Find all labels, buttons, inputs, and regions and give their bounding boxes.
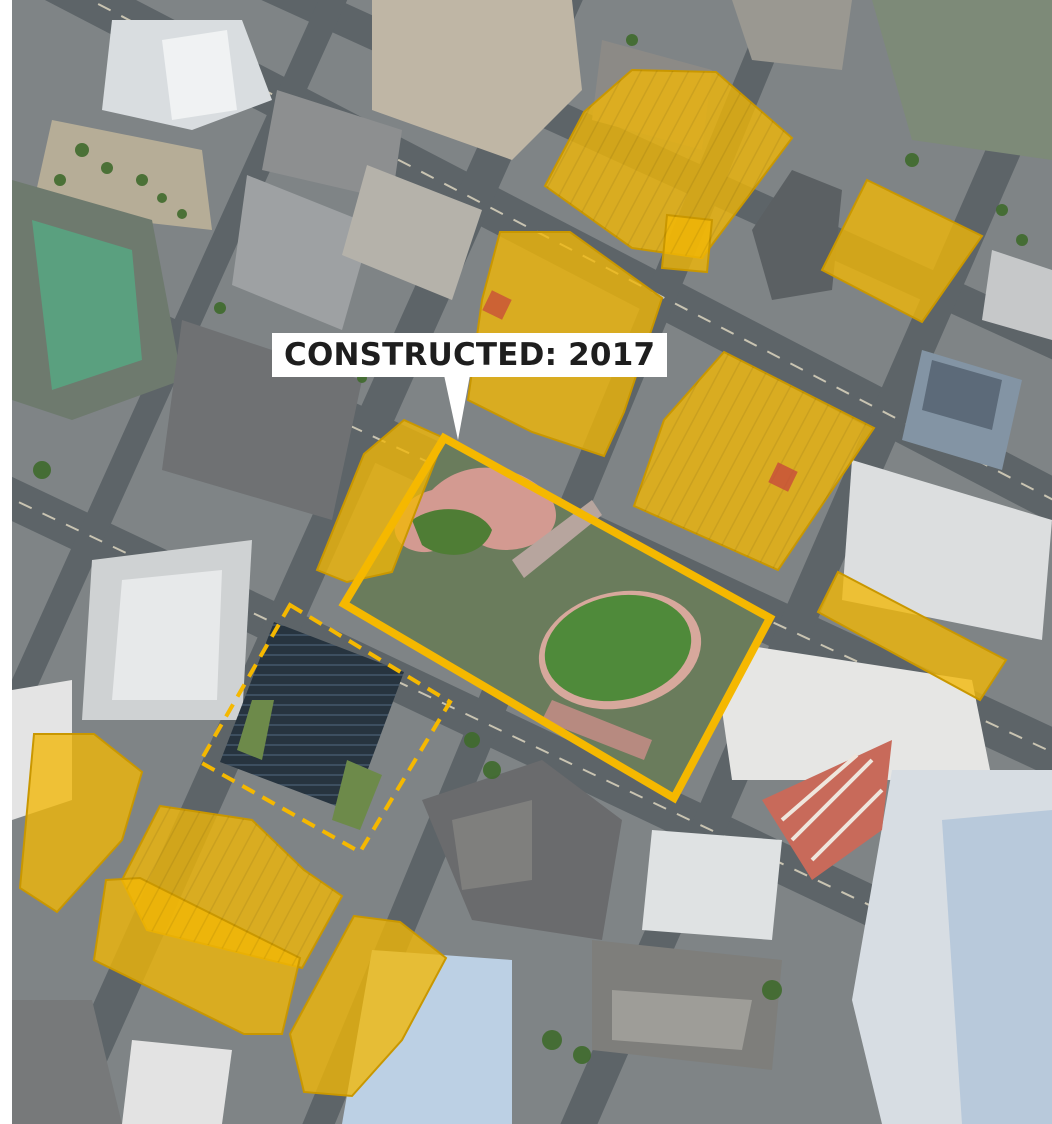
- aerial-map: [12, 0, 1052, 1124]
- highlight-block-2: [820, 178, 984, 324]
- red-roof-patch-2: [482, 290, 512, 320]
- dark-roof-building: [220, 622, 404, 830]
- highlight-block-7: [18, 733, 144, 914]
- callout-pointer: [444, 375, 470, 440]
- red-roof-patch: [768, 462, 798, 492]
- trees: [33, 34, 1028, 1064]
- park-outline: [338, 432, 776, 804]
- highlight-texture: [122, 70, 874, 968]
- highlight-block-10: [288, 914, 448, 1098]
- stadium: [762, 740, 1052, 1124]
- dashed-outline: [197, 602, 453, 855]
- aerial-map-image: [12, 0, 1052, 1124]
- constructed-callout-label: CONSTRUCTED: 2017: [272, 333, 668, 377]
- city-blocks: [12, 0, 1052, 1124]
- highlight-block-6: [816, 570, 1008, 702]
- park: [344, 438, 770, 798]
